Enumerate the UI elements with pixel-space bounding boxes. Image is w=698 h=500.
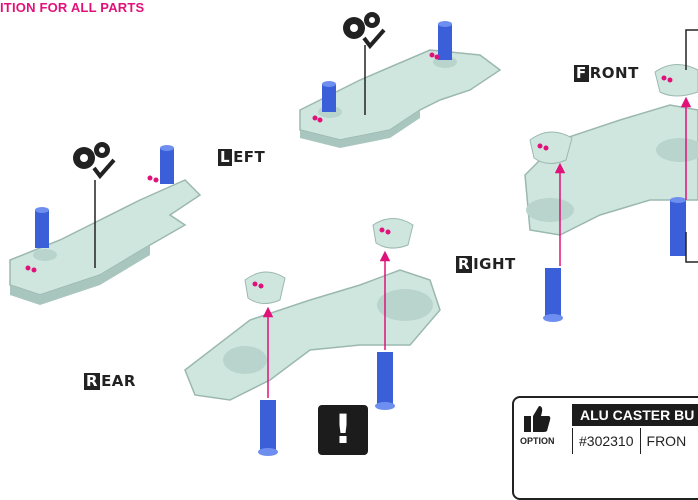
option-part-row: #302310 FRON: [572, 428, 692, 454]
front-bushing-1: [530, 132, 572, 164]
gears-check-icon: [73, 142, 114, 176]
option-part-desc: FRON: [641, 433, 693, 449]
right-screw-1: [258, 400, 278, 456]
right-bushing-1: [245, 272, 285, 304]
rear-screw-2: [160, 145, 174, 184]
right-arm-part: [185, 270, 440, 400]
option-part-number: #302310: [573, 433, 640, 449]
option-title: ALU CASTER BU: [572, 404, 698, 426]
front-screw-2: [670, 197, 686, 256]
option-badge-label: OPTION: [520, 436, 555, 446]
thumbs-up-icon: [522, 404, 552, 434]
gears-check-icon: [343, 12, 384, 46]
front-bushing-2: [655, 64, 698, 96]
right-screw-2: [375, 352, 395, 410]
right-bushing-2: [373, 219, 413, 249]
rear-screw-1: [35, 207, 49, 248]
left-screw-2: [438, 21, 452, 60]
front-screw-1: [543, 268, 563, 322]
left-screw-1: [322, 81, 336, 112]
warning-icon: !: [318, 405, 368, 455]
